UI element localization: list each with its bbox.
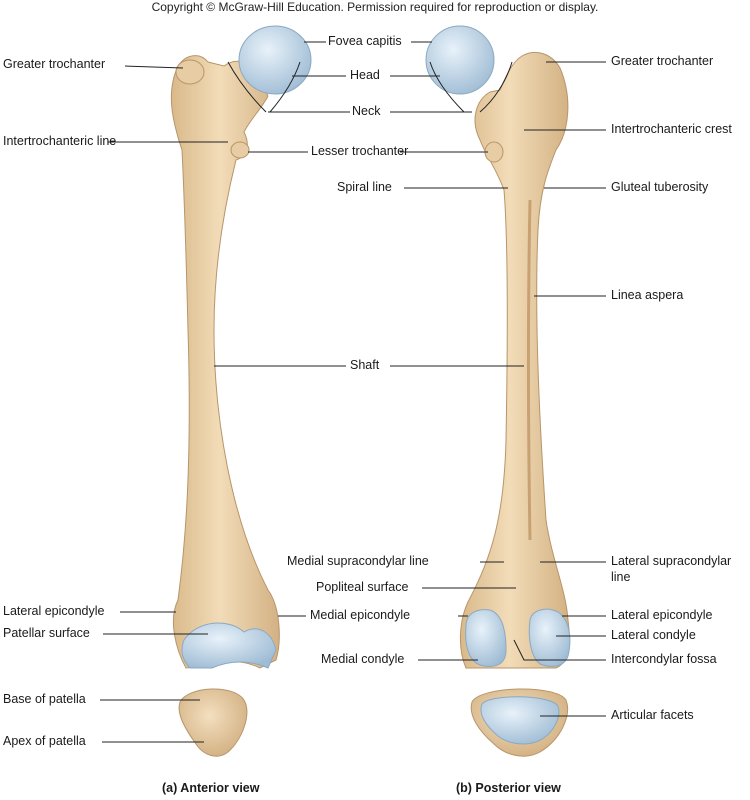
linea-aspera-ridge	[527, 199, 532, 541]
label-popliteal-surface: Popliteal surface	[316, 580, 409, 594]
label-fovea-capitis: Fovea capitis	[328, 34, 402, 48]
label-lateral-supracondylar-line: Lateral supracondylar	[611, 554, 732, 568]
label-medial-supracondylar-line: Medial supracondylar line	[287, 554, 429, 568]
label-lateral-supracondylar-line-2: line	[611, 570, 631, 584]
label-apex-of-patella: Apex of patella	[3, 734, 86, 748]
label-lesser-trochanter: Lesser trochanter	[311, 144, 409, 158]
anterior-head	[238, 25, 312, 95]
label-medial-condyle: Medial condyle	[321, 652, 405, 666]
label-intertrochanteric-line: Intertrochanteric line	[3, 134, 117, 148]
label-lateral-epicondyle-posterior: Lateral epicondyle	[611, 608, 713, 622]
caption-posterior-view: (b) Posterior view	[456, 781, 561, 795]
label-greater-trochanter-posterior: Greater trochanter	[611, 54, 714, 68]
anterior-neck-outline	[227, 61, 267, 113]
posterior-patella	[470, 688, 568, 757]
label-spiral-line: Spiral line	[337, 180, 392, 194]
label-neck: Neck	[352, 104, 381, 118]
leader-lines	[100, 41, 606, 743]
lateral-condyle-shape	[528, 608, 571, 667]
posterior-femur-body	[459, 52, 570, 669]
label-patellar-surface: Patellar surface	[3, 626, 90, 640]
anterior-patella	[178, 688, 248, 757]
anterior-lesser-trochanter	[230, 141, 250, 159]
label-lateral-condyle: Lateral condyle	[611, 628, 696, 642]
medial-condyle-shape	[465, 609, 507, 667]
label-intercondylar-fossa: Intercondylar fossa	[611, 652, 717, 666]
label-medial-epicondyle: Medial epicondyle	[310, 608, 411, 622]
anterior-greater-trochanter	[175, 59, 205, 85]
label-base-of-patella: Base of patella	[3, 692, 86, 706]
anterior-femur-body	[170, 55, 280, 669]
label-shaft: Shaft	[350, 358, 380, 372]
label-linea-aspera: Linea aspera	[611, 288, 684, 302]
label-greater-trochanter-anterior: Greater trochanter	[3, 57, 106, 71]
label-articular-facets: Articular facets	[611, 708, 694, 722]
label-intertrochanteric-crest: Intertrochanteric crest	[611, 122, 732, 136]
posterior-head	[425, 25, 495, 95]
articular-facets-shape	[480, 696, 560, 745]
copyright-notice: Copyright © McGraw-Hill Education. Permi…	[151, 0, 599, 14]
label-gluteal-tuberosity: Gluteal tuberosity	[611, 180, 709, 194]
anterior-femur	[170, 25, 312, 669]
label-head: Head	[350, 68, 380, 82]
caption-anterior-view: (a) Anterior view	[162, 781, 260, 795]
label-lateral-epicondyle-anterior: Lateral epicondyle	[3, 604, 105, 618]
posterior-neck-outline	[429, 61, 465, 113]
posterior-femur	[425, 25, 571, 669]
